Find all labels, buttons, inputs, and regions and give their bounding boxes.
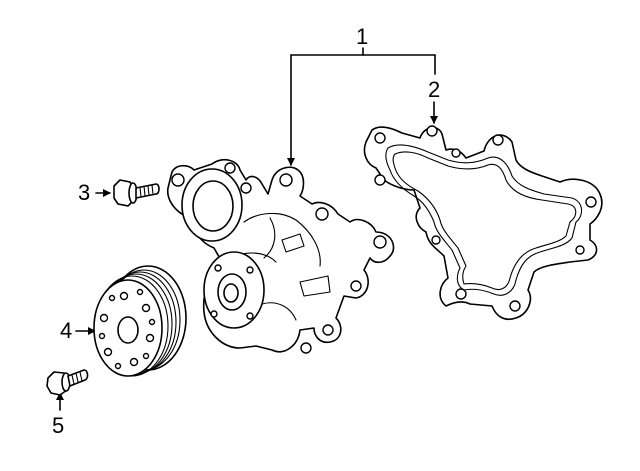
pulley [93, 265, 187, 377]
bolt-lower [46, 369, 89, 396]
water-pump-assembly [166, 158, 395, 354]
callout-5: 5 [52, 413, 64, 438]
callout-1: 1 [356, 24, 368, 49]
callout-2: 2 [428, 77, 440, 102]
callout-3: 3 [78, 180, 90, 205]
leader-1 [287, 47, 436, 166]
callout-4: 4 [60, 318, 72, 343]
gasket [363, 125, 603, 321]
bolt-upper [113, 179, 160, 207]
